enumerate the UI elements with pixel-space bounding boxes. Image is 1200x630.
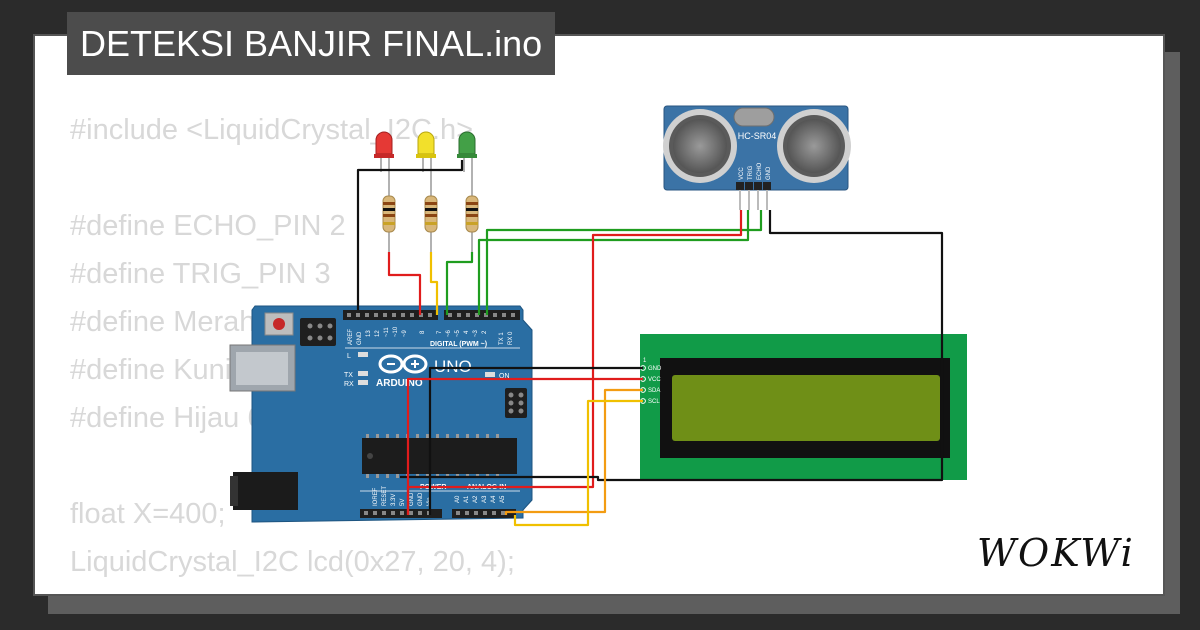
analog-pin-a5: A5	[500, 495, 506, 503]
analog-pin-a3: A3	[482, 495, 488, 503]
project-title[interactable]: DETEKSI BANJIR FINAL.ino	[67, 12, 556, 75]
pin-label-7: 7	[437, 330, 443, 334]
code-line: float X=400;	[70, 498, 226, 530]
pin-label-3: ~3	[473, 329, 479, 337]
lcd-pin-scl: SCL	[648, 399, 660, 405]
resistor-1[interactable]	[382, 176, 396, 252]
lcd-pin-sda: SDA	[648, 388, 660, 394]
power-pin-gnd2: GND	[418, 492, 424, 506]
pin-label-13: 13	[366, 330, 372, 337]
lcd-pin-gnd: GND	[648, 366, 662, 372]
wires	[356, 160, 944, 527]
pin-label-10: ~10	[393, 326, 399, 337]
wire-led-yellow-pin7	[429, 252, 439, 315]
sensor-pin-vcc: VCC	[739, 167, 745, 180]
wire-sensor-gnd	[400, 210, 944, 482]
arduino-uno[interactable]: AREF GND 13 12 ~11 ~10 ~9 8 7 ~6 ~5 4 ~3…	[229, 305, 533, 523]
code-line: #define Kuning 7	[70, 354, 288, 386]
pin-label-8: 8	[420, 330, 426, 334]
wire-lcd-scl	[513, 399, 643, 527]
wokwi-logo[interactable]: WOKWi	[975, 528, 1147, 576]
wokwi-logo-text: WOKWi	[977, 531, 1135, 575]
led-green[interactable]	[457, 131, 477, 176]
led-label-tx: TX	[344, 372, 353, 379]
code-line: #define Merah 8	[70, 306, 280, 338]
pin-label-gnd: GND	[357, 331, 363, 345]
wire-led-green-pin6	[445, 252, 474, 315]
lcd-display[interactable]: 1 GND VCC SDA SCL	[640, 334, 967, 480]
pin-label-11: ~11	[384, 327, 390, 337]
pin-label-rx: RX 0	[508, 331, 514, 345]
pin-label-6: ~6	[446, 329, 452, 337]
code-preview: #include <LiquidCrystal_I2C.h>#define EC…	[70, 106, 515, 586]
pin-label-2: 2	[482, 330, 488, 334]
power-pin-ioref: IOREF	[373, 487, 379, 506]
sensor-pin-gnd: GND	[766, 166, 772, 180]
led-label-l: L	[347, 353, 351, 360]
resistor-3[interactable]	[465, 176, 479, 252]
wire-led-red-pin8	[387, 252, 422, 315]
pin-label-12: 12	[375, 330, 381, 337]
sensor-label: HC-SR04	[738, 131, 777, 141]
wire-trig-pin3	[477, 210, 750, 315]
arduino-model-label: UNO	[434, 357, 472, 376]
wire-lcd-gnd	[428, 366, 643, 515]
analog-pin-a2: A2	[473, 495, 479, 503]
arduino-brand-label: ARDUINO	[376, 378, 423, 389]
code-line: #define TRIG_PIN 3	[70, 258, 331, 290]
sensor-pin-trig: TRIG	[748, 165, 754, 180]
wire-echo-pin2	[485, 210, 763, 315]
project-card[interactable]: #include <LiquidCrystal_I2C.h>#define EC…	[33, 34, 1165, 596]
power-pin-reset: RESET	[382, 486, 388, 506]
code-line: #define ECHO_PIN 2	[70, 210, 346, 242]
led-red[interactable]	[374, 131, 394, 176]
wire-led-ground-bus	[356, 160, 464, 310]
pin-label-5: ~5	[455, 329, 461, 337]
wire-lcd-vcc	[406, 377, 643, 515]
pin-label-4: 4	[464, 330, 470, 334]
on-label: ON	[499, 373, 510, 380]
led-label-rx: RX	[344, 381, 354, 388]
pin-label-aref: AREF	[348, 329, 354, 345]
resistor-2[interactable]	[424, 176, 438, 252]
pin-label-tx: TX 1	[499, 332, 505, 345]
ultrasonic-sensor[interactable]: HC-SR04 VCC TRIG ECHO GND	[663, 105, 851, 210]
code-line: LiquidCrystal_I2C lcd(0x27, 20, 4);	[70, 546, 515, 578]
analog-pin-a0: A0	[455, 495, 461, 503]
lcd-pin-vcc: VCC	[648, 377, 661, 383]
power-pin-5v: 5V	[400, 499, 406, 506]
sensor-pin-echo: ECHO	[757, 162, 763, 180]
power-pin-gnd1: GND	[409, 492, 415, 506]
led-yellow[interactable]	[416, 131, 436, 176]
digital-header-label: DIGITAL (PWM ~)	[430, 341, 487, 348]
pin-label-9: ~9	[402, 329, 408, 337]
code-line: #define Hijau 6	[70, 402, 264, 434]
lcd-pin-number: 1	[643, 358, 647, 364]
power-pin-3v3: 3.3V	[391, 494, 397, 506]
analog-pin-a4: A4	[491, 495, 497, 503]
wire-lcd-sda	[504, 388, 643, 515]
analog-pin-a1: A1	[464, 495, 470, 503]
arduino-infinity-logo	[378, 354, 428, 374]
